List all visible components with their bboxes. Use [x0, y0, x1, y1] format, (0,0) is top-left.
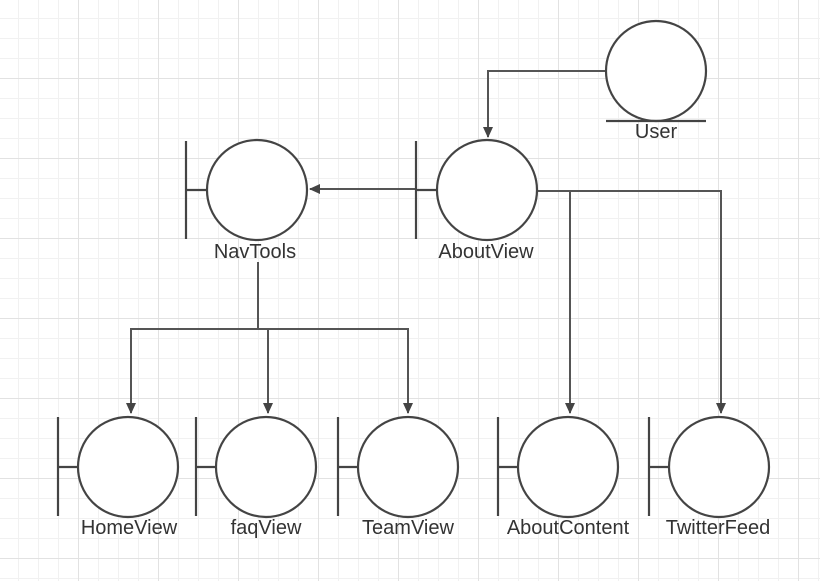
boundary-circle: [516, 415, 620, 519]
node-twitterfeed[interactable]: TwitterFeed: [647, 415, 771, 539]
edge-navtools-to-faqview[interactable]: [258, 328, 273, 414]
node-label-homeview: HomeView: [81, 517, 178, 539]
node-aboutview[interactable]: AboutView: [414, 138, 539, 263]
actor-circle: [604, 19, 708, 123]
edge-user-to-aboutview[interactable]: [483, 70, 606, 138]
node-label-aboutview: AboutView: [438, 241, 534, 263]
node-label-navtools: NavTools: [214, 241, 296, 263]
node-user[interactable]: User: [604, 19, 708, 143]
boundary-circle: [435, 138, 539, 242]
boundary-circle: [356, 415, 460, 519]
edges: [126, 70, 726, 414]
boundary-circle: [205, 138, 309, 242]
edge-aboutview-to-twitterfeed[interactable]: [538, 190, 726, 414]
node-label-teamview: TeamView: [362, 517, 454, 539]
edge-navtools-to-homeview[interactable]: [126, 262, 259, 414]
node-faqview[interactable]: faqView: [194, 415, 318, 539]
node-teamview[interactable]: TeamView: [336, 415, 460, 539]
edge-navtools-to-teamview[interactable]: [268, 328, 413, 414]
node-aboutcontent[interactable]: AboutContent: [496, 415, 630, 539]
boundary-circle: [76, 415, 180, 519]
node-label-user: User: [635, 121, 678, 143]
node-label-aboutcontent: AboutContent: [507, 517, 630, 539]
boundary-circle: [214, 415, 318, 519]
node-label-twitterfeed: TwitterFeed: [666, 517, 770, 539]
node-label-faqview: faqView: [231, 517, 302, 539]
edge-aboutview-to-aboutcontent[interactable]: [538, 190, 575, 414]
boundary-circle: [667, 415, 771, 519]
node-navtools[interactable]: NavTools: [184, 138, 309, 263]
node-homeview[interactable]: HomeView: [56, 415, 180, 539]
